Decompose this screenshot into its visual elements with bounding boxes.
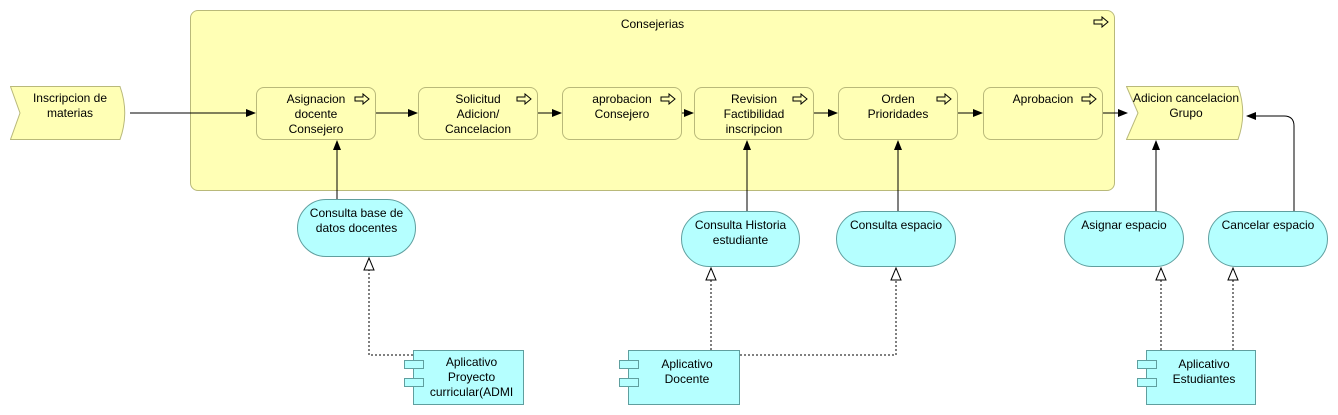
process-label: aprobacion Consejero	[592, 92, 652, 121]
group-title: Consejerias	[620, 17, 685, 31]
end-event: Adicion cancelacion Grupo	[1130, 91, 1242, 131]
process-arrow-icon	[354, 93, 370, 105]
process-arrow-icon	[516, 93, 532, 105]
component-aplicativo-proyecto-curricular[interactable]: Aplicativo Proyecto curricular(ADMI	[404, 350, 524, 405]
realization-proyecto-to-base-datos	[369, 258, 413, 356]
component-aplicativo-docente[interactable]: Aplicativo Docente	[619, 350, 740, 405]
service-label: Cancelar espacio	[1221, 218, 1315, 232]
component-tab-icon	[1137, 360, 1157, 369]
process-arrow-icon	[660, 93, 676, 105]
service-consulta-espacio[interactable]: Consulta espacio	[836, 211, 956, 267]
serving-cancelar-to-end	[1246, 112, 1295, 211]
component-label: Aplicativo Proyecto curricular(ADMI	[429, 355, 514, 399]
process-label: Asignacion docente Consejero	[286, 92, 346, 136]
end-event-label: Adicion cancelacion Grupo	[1132, 91, 1240, 120]
component-tab-icon	[404, 378, 424, 387]
service-label: Consulta Historia estudiante	[694, 218, 787, 247]
component-tab-icon	[1137, 378, 1157, 387]
process-arrow-icon	[1093, 16, 1109, 28]
service-label: Consulta espacio	[849, 218, 943, 232]
component-tab-icon	[619, 360, 639, 369]
service-cancelar-espacio[interactable]: Cancelar espacio	[1208, 211, 1328, 267]
start-event: Inscripcion de materias	[20, 91, 120, 131]
component-tab-icon	[404, 360, 424, 369]
service-consulta-base-datos-docentes[interactable]: Consulta base de datos docentes	[297, 199, 416, 257]
process-solicitud-adicion[interactable]: Solicitud Adicion/ Cancelacion	[418, 87, 538, 140]
realization-docente-to-espacio	[740, 268, 896, 356]
process-label: Aprobacion	[1012, 92, 1074, 106]
process-revision-factibilidad[interactable]: Revision Factibilidad inscripcion	[694, 87, 814, 140]
process-arrow-icon	[1081, 93, 1097, 105]
process-arrow-icon	[936, 93, 952, 105]
process-arrow-icon	[792, 93, 808, 105]
end-event-shape[interactable]	[1126, 86, 1248, 140]
component-label: Aplicativo Estudiantes	[1172, 357, 1236, 386]
process-aprobacion-consejero[interactable]: aprobacion Consejero	[562, 87, 682, 140]
process-label: Solicitud Adicion/ Cancelacion	[444, 92, 512, 136]
start-event-shape[interactable]	[10, 86, 130, 140]
service-consulta-historia-estudiante[interactable]: Consulta Historia estudiante	[681, 211, 800, 267]
process-orden-prioridades[interactable]: Orden Prioridades	[838, 87, 958, 140]
process-asignacion-docente[interactable]: Asignacion docente Consejero	[256, 87, 376, 140]
service-asignar-espacio[interactable]: Asignar espacio	[1064, 211, 1184, 267]
service-label: Consulta base de datos docentes	[309, 206, 404, 235]
start-event-label: Inscripcion de materias	[32, 91, 108, 120]
process-label: Revision Factibilidad inscripcion	[723, 92, 785, 136]
process-label: Orden Prioridades	[867, 92, 929, 121]
service-label: Asignar espacio	[1081, 218, 1167, 232]
component-aplicativo-estudiantes[interactable]: Aplicativo Estudiantes	[1137, 350, 1256, 405]
component-tab-icon	[619, 378, 639, 387]
component-label: Aplicativo Docente	[661, 357, 713, 386]
process-aprobacion[interactable]: Aprobacion	[983, 87, 1103, 140]
